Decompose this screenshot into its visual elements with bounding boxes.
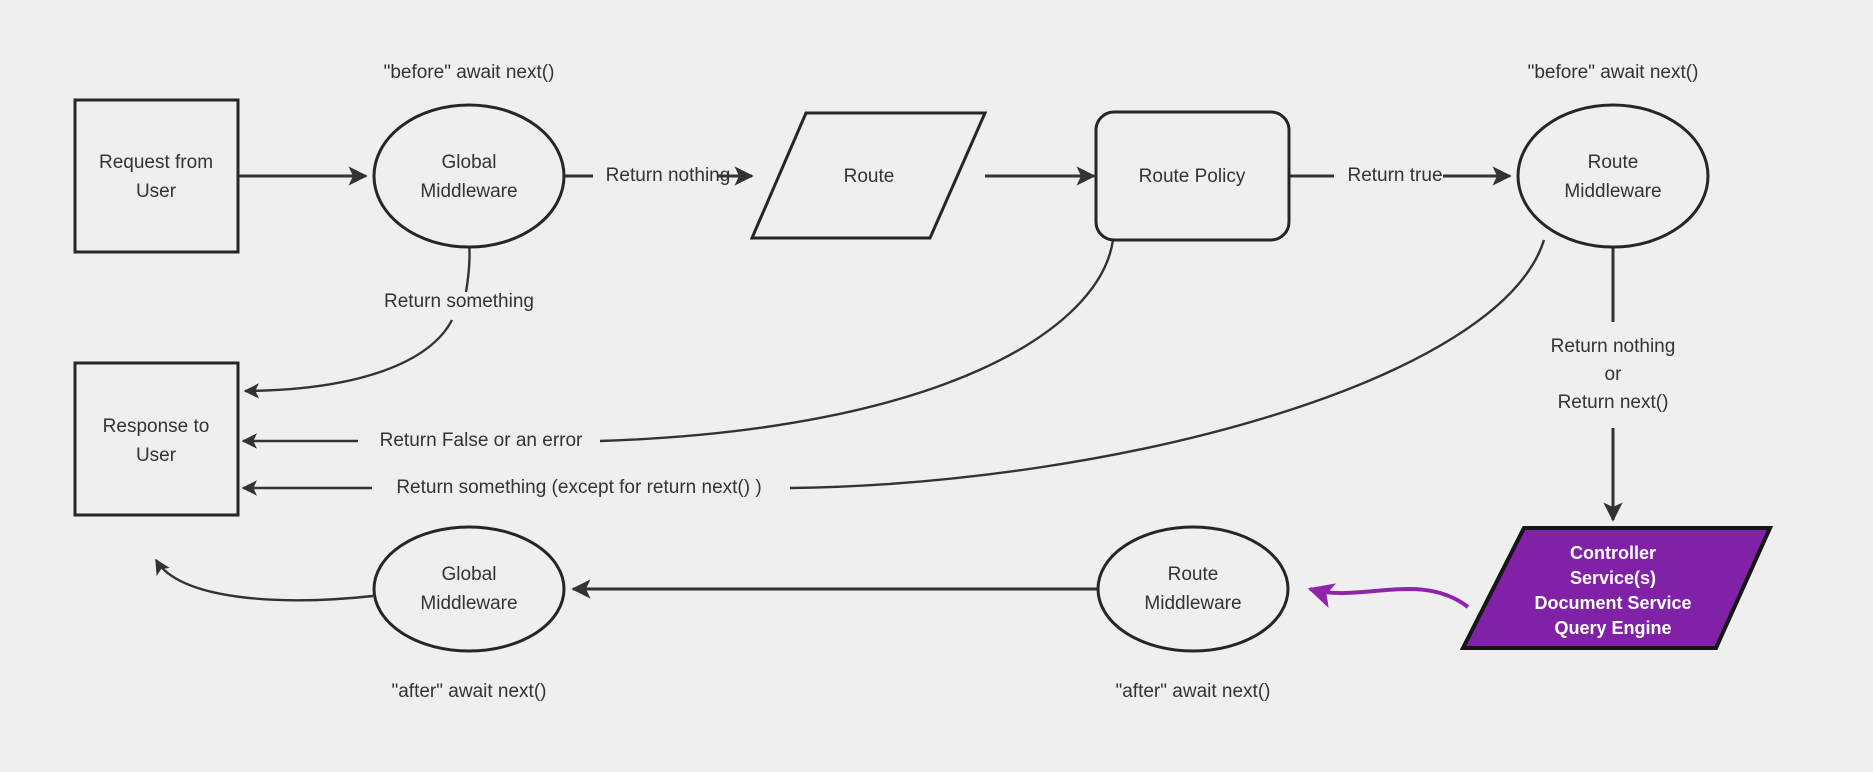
route-policy-shape [1094,110,1291,242]
edge-label-return-something-to-response [243,319,454,399]
request-from-user-label-line1: Request from [99,152,213,173]
request-from-user-label-line2: User [136,181,177,202]
edge-label-return-nothing-or-next-line2: or [1605,364,1623,385]
response-to-user-label-line2: User [136,445,177,466]
edge-label-return-nothing-or-next-line1: Return nothing [1551,336,1676,357]
response-to-user-shape [73,361,240,517]
node-request-from-user[interactable]: Request from User [73,98,240,254]
edge-label-return-nothing-or-next-line3: Return next() [1558,392,1669,413]
route-policy-label: Route Policy [1139,166,1246,187]
edge-global-middleware-after-to-response [154,558,374,602]
edge-label-return-something: Return something [384,291,534,312]
controller-services-label-line2: Service(s) [1570,568,1656,588]
edge-label-return-false-or-error: Return False or an error [380,430,583,451]
route-middleware-before-label-line2: Middleware [1564,181,1661,202]
request-from-user-shape [73,98,240,254]
note-before-await-next-global: "before" await next() [384,62,555,83]
edge-route-policy-to-label-return-false [599,239,1115,443]
note-before-await-next-route: "before" await next() [1528,62,1699,83]
edge-label-return-something-except-next: Return something (except for return next… [396,477,761,498]
response-to-user-label-line1: Response to [103,416,210,437]
node-route-middleware-after[interactable]: Route Middleware [1096,525,1290,653]
node-response-to-user[interactable]: Response to User [73,361,240,517]
global-middleware-after-label-line2: Middleware [420,593,517,614]
route-middleware-after-label-line2: Middleware [1144,593,1241,614]
edge-label-return-nothing: Return nothing [606,165,731,186]
controller-services-label-line1: Controller [1570,543,1656,563]
note-after-await-next-route: "after" await next() [1116,681,1271,702]
controller-services-label-line3: Document Service [1534,593,1691,613]
route-middleware-before-shape [1516,103,1710,249]
global-middleware-before-label-line2: Middleware [420,181,517,202]
global-middleware-after-label-line1: Global [442,564,497,585]
global-middleware-after-shape [372,525,566,653]
route-middleware-after-shape [1096,525,1290,653]
node-global-middleware-before[interactable]: Global Middleware [372,103,566,249]
edge-controller-to-route-middleware-after [1307,583,1470,609]
node-route-policy[interactable]: Route Policy [1094,110,1291,242]
global-middleware-before-label-line1: Global [442,152,497,173]
node-route[interactable]: Route [749,111,988,240]
route-middleware-after-label-line1: Route [1168,564,1219,585]
route-shape [749,111,988,240]
node-global-middleware-after[interactable]: Global Middleware [372,525,566,653]
route-label: Route [844,166,895,187]
edge-route-middleware-to-label-return-something-except [789,239,1546,490]
route-middleware-before-label-line1: Route [1588,152,1639,173]
controller-services-label-line4: Query Engine [1554,618,1671,638]
note-after-await-next-global: "after" await next() [392,681,547,702]
node-controller-services[interactable]: Controller Service(s) Document Service Q… [1459,526,1774,650]
node-route-middleware-before[interactable]: Route Middleware [1516,103,1710,249]
controller-services-shape [1459,526,1774,650]
edge-label-return-true: Return true [1347,165,1442,186]
global-middleware-before-shape [372,103,566,249]
